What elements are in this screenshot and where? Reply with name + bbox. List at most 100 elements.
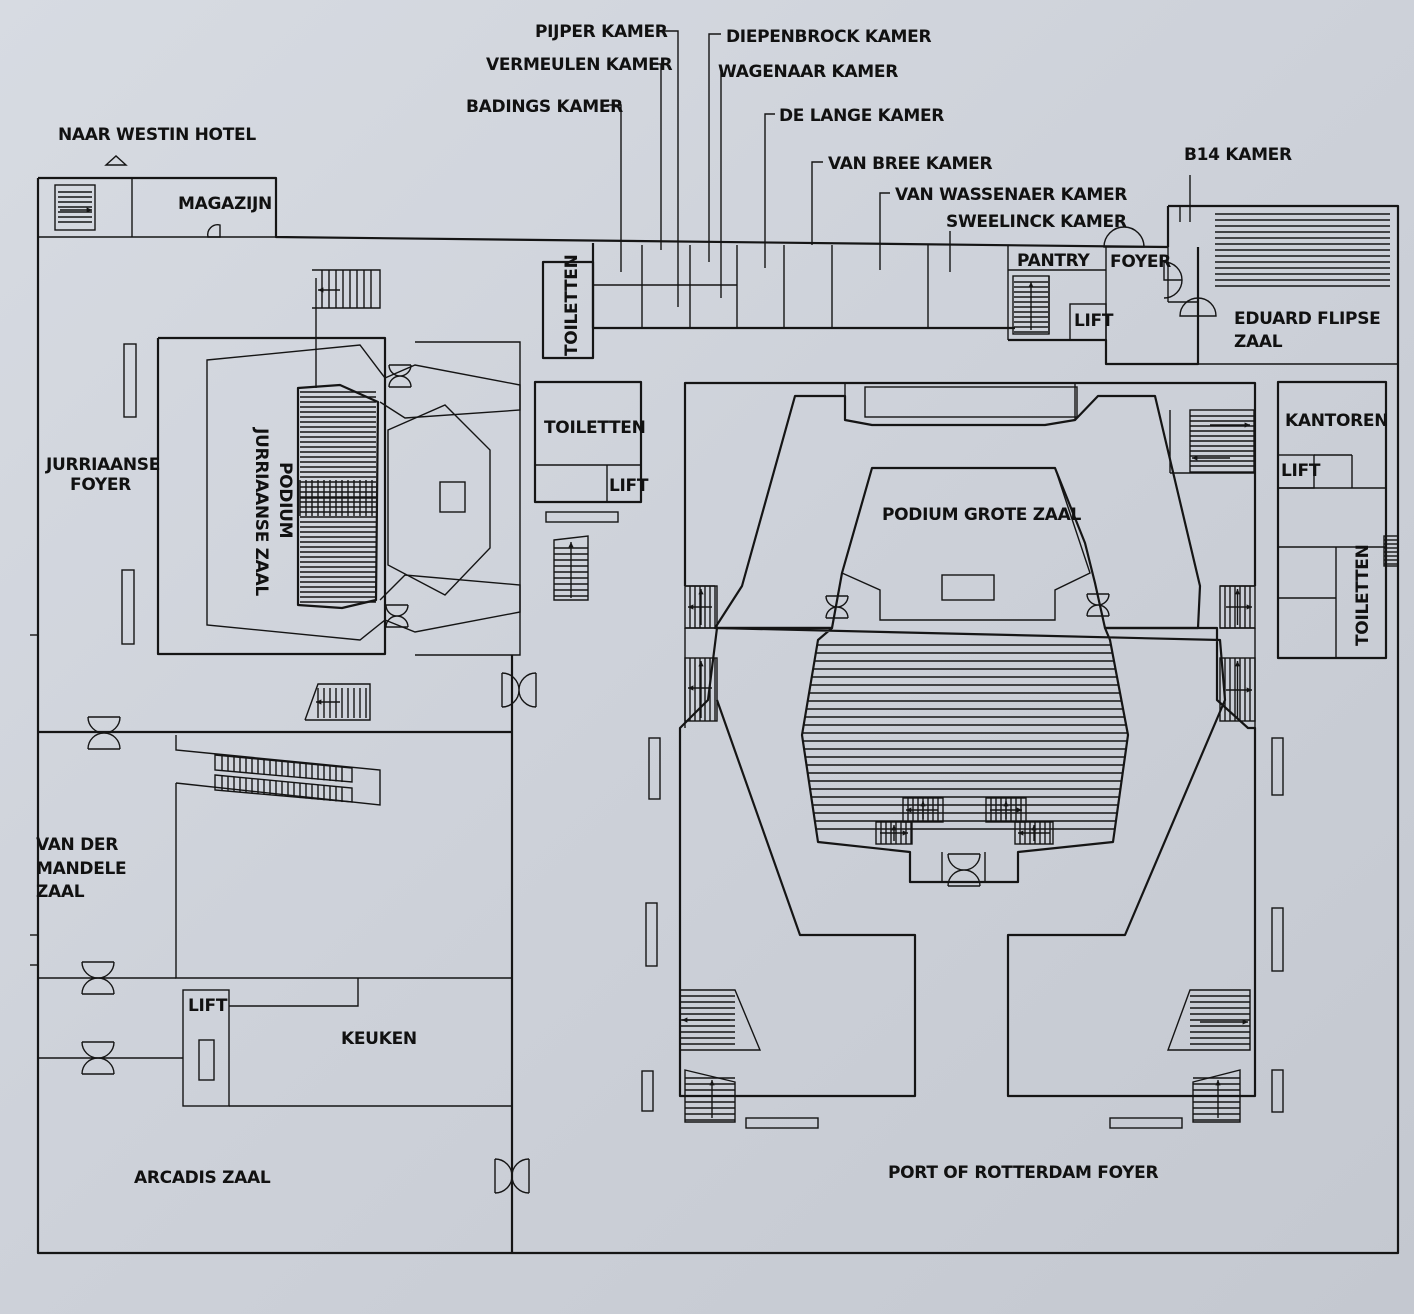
label-eduard-zaal: ZAAL [1234, 332, 1283, 352]
stair-box [553, 535, 589, 601]
label-podium-grote-zaal: PODIUM GROTE ZAAL [882, 505, 1081, 525]
double-door-icon [97, 961, 115, 995]
label-toiletten-top: TOILETTEN [562, 254, 582, 356]
stair-box [304, 683, 371, 721]
grote-zaal-stairs [679, 409, 1256, 1123]
label-vermeulen-kamer: VERMEULEN KAMER [486, 55, 672, 75]
jurriaanse-zaal [156, 278, 521, 656]
wall-ticks [30, 634, 38, 966]
label-mandele-zaal: ZAAL [36, 882, 85, 902]
label-podium-jurriaanse-1: PODIUM [275, 462, 295, 538]
label-wagenaar-kamer: WAGENAAR KAMER [718, 62, 898, 82]
double-door-icon [501, 673, 537, 707]
label-sweelinck-kamer: SWEELINCK KAMER [946, 212, 1127, 232]
double-door-icon [82, 961, 114, 995]
stair-arrow-icon [1003, 801, 1009, 807]
stair-box [684, 585, 718, 629]
stair-arrow-icon [688, 685, 694, 691]
label-van-wassenaer-kamer: VAN WASSENAER KAMER [895, 185, 1127, 205]
stair-arrow-icon [1192, 455, 1198, 461]
stair-box [1014, 821, 1054, 845]
stair-arrow-icon [920, 801, 926, 807]
label-kantoren: KANTOREN [1285, 411, 1388, 431]
label-toiletten-mid: TOILETTEN [544, 418, 646, 438]
double-door-icon [494, 1159, 530, 1193]
stair-box [1219, 657, 1256, 722]
stair-arrow-icon [902, 830, 908, 836]
double-door-icon [963, 853, 981, 887]
label-magazijn: MAGAZIJN [178, 194, 272, 214]
stair-arrow-icon [1215, 1080, 1221, 1086]
label-foyer-top: FOYER [1110, 252, 1171, 272]
double-door-icon [1097, 593, 1110, 617]
label-keuken: KEUKEN [341, 1029, 417, 1049]
label-pijper-kamer: PIJPER KAMER [535, 22, 668, 42]
escalators [214, 754, 353, 803]
foyer-pillars [121, 343, 1284, 1129]
stair-arrow-icon [86, 207, 92, 213]
label-podium-jurriaanse-2: JURRIAANSE ZAAL [251, 427, 271, 596]
double-door-icon [97, 1041, 115, 1075]
stair-box [684, 657, 718, 722]
stair-arrow-icon [682, 1017, 688, 1023]
outer-walls [36, 176, 1400, 1255]
double-door-icon [389, 364, 411, 388]
right-offices [1276, 380, 1388, 660]
stair-arrow-icon [316, 699, 322, 705]
left-lower-rooms [38, 655, 514, 1253]
stair-arrow-icon [891, 825, 897, 831]
double-door-icon [826, 595, 848, 619]
double-door-icon [103, 716, 121, 750]
jurriaanse-stairs [304, 269, 381, 721]
double-door-icon [396, 604, 409, 628]
label-port-of-rotterdam-foyer: PORT OF ROTTERDAM FOYER [888, 1163, 1158, 1183]
label-lift-kantoren: LIFT [1281, 461, 1321, 481]
label-jurriaanse-foyer-2: FOYER [70, 475, 131, 495]
room-leader-lines [606, 30, 1191, 307]
label-lift-mid: LIFT [609, 476, 649, 496]
mid-stairs [553, 535, 589, 601]
double-door-icon [501, 689, 537, 708]
label-naar-westin-hotel: NAAR WESTIN HOTEL [58, 125, 256, 145]
stair-box [1219, 585, 1256, 629]
double-door-icon [1087, 593, 1109, 617]
label-lift-bottom: LIFT [188, 996, 228, 1016]
stair-box [875, 821, 913, 845]
label-mandele: MANDELE [36, 859, 126, 879]
stair-arrow-icon [906, 807, 912, 813]
double-door-icon [948, 853, 980, 887]
stairs-top-left [54, 184, 96, 231]
stair-box [1383, 535, 1399, 567]
stair-arrow-icon [1031, 825, 1037, 831]
pantry-stairs [1014, 281, 1048, 333]
stair-arrow-icon [698, 589, 704, 595]
stair-arrow-icon [1234, 589, 1241, 595]
stair-arrow-icon [318, 287, 324, 293]
stair-arrow-icon [1244, 422, 1250, 428]
label-lift-top: LIFT [1074, 311, 1114, 331]
label-van-bree-kamer: VAN BREE KAMER [828, 154, 992, 174]
stair-arrow-icon [698, 661, 704, 667]
door-icon [207, 224, 221, 238]
stair-box [312, 269, 381, 309]
labels: PIJPER KAMER VERMEULEN KAMER BADINGS KAM… [36, 22, 1388, 1188]
label-van-der: VAN DER [36, 835, 118, 855]
eduard-flipse-seating [1215, 213, 1390, 287]
westin-direction-icon [104, 155, 128, 166]
label-jurriaanse-foyer-1: JURRIAANSE [45, 455, 160, 475]
stair-arrow-icon [1016, 807, 1022, 813]
stair-arrow-icon [568, 542, 574, 548]
label-de-lange-kamer: DE LANGE KAMER [779, 106, 944, 126]
double-door-icon [88, 716, 120, 750]
stair-arrow-icon [1018, 830, 1024, 836]
doors [81, 364, 1110, 1194]
jurriaanse-podium-steps [299, 391, 376, 603]
grote-zaal-seating [802, 644, 1128, 830]
double-door-icon [836, 595, 849, 619]
double-door-icon [399, 364, 412, 388]
label-diepenbrock-kamer: DIEPENBROCK KAMER [726, 27, 931, 47]
right-stairs [1383, 535, 1399, 567]
stair-box [1166, 989, 1251, 1051]
